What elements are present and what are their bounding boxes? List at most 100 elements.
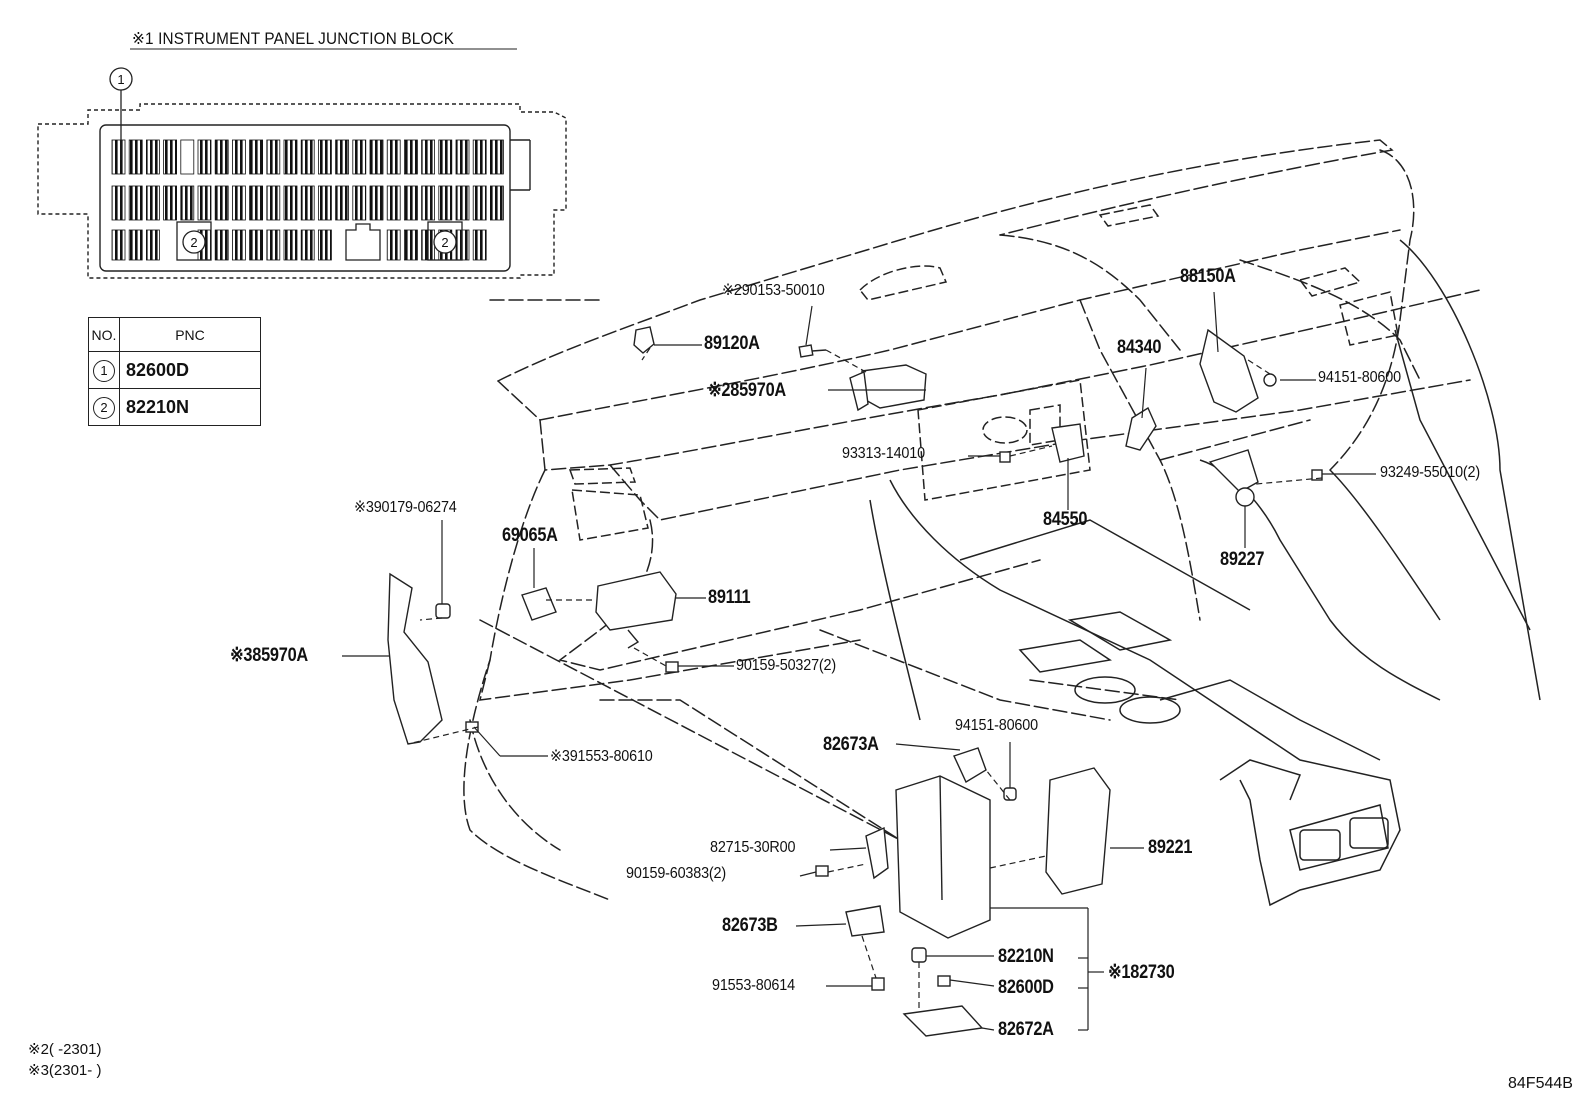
fuse-slot	[111, 185, 126, 221]
fuse-slot	[145, 185, 160, 221]
label-82673a: 82673A	[823, 734, 879, 755]
row-number: 1	[93, 359, 115, 382]
label-84340: 84340	[1117, 337, 1162, 358]
fuse-slot	[489, 185, 504, 221]
label-89111: 89111	[708, 587, 751, 608]
fuse-slot	[128, 229, 143, 261]
callout-2b-number: 2	[441, 235, 448, 250]
fuse-slot	[214, 185, 229, 221]
fuse-slot	[317, 229, 332, 261]
label-84550: 84550	[1043, 509, 1088, 530]
component-drawings	[387, 326, 1323, 1037]
fuse-slot	[455, 139, 470, 175]
leader-lines	[342, 291, 1376, 1031]
pnc-table: NO. PNC 1 82600D 2 82210N	[88, 317, 261, 426]
fuse-slot	[266, 139, 281, 175]
label-82673b: 82673B	[722, 915, 778, 936]
junction-block-drawing	[37, 48, 567, 279]
table-row: 1 82600D	[88, 351, 261, 389]
fuse-slot	[214, 139, 229, 175]
fuse-slot	[335, 185, 350, 221]
label-93249-55010: 93249-55010(2)	[1380, 464, 1480, 481]
label-85970a-3: ※385970A	[230, 645, 308, 666]
fuse-slot	[163, 185, 178, 221]
dashed-reference-lines	[407, 347, 1323, 1012]
label-90153-50010: ※290153-50010	[722, 282, 825, 299]
diagram-code: 84F544B	[1508, 1075, 1573, 1092]
fuse-slot	[266, 185, 281, 221]
pnc-header-pnc: PNC	[119, 317, 261, 352]
fuse-slot	[128, 185, 143, 221]
label-91553-80614: 91553-80614	[712, 977, 795, 994]
fuse-slot	[145, 229, 160, 261]
fuse-slot	[489, 139, 504, 175]
label-82672a: 82672A	[998, 1019, 1054, 1040]
fuse-slot	[403, 139, 418, 175]
fuse-slot	[438, 185, 453, 221]
label-69065a: 69065A	[502, 525, 558, 546]
fuse-rows	[111, 139, 504, 261]
fuse-slot	[403, 185, 418, 221]
fuse-slot	[231, 229, 246, 261]
fuse-slot	[300, 185, 315, 221]
fuse-slot	[386, 229, 401, 261]
label-90179-06274: ※390179-06274	[354, 499, 457, 516]
fuse-slot	[111, 139, 126, 175]
fuse-slot	[197, 139, 212, 175]
fuse-slot	[283, 185, 298, 221]
fuse-slot	[266, 229, 281, 261]
instrument-panel-outline	[463, 139, 1481, 901]
row-number: 2	[93, 396, 115, 419]
pnc-header-no: NO.	[88, 317, 120, 352]
footnote-2: ※2( -2301)	[28, 1041, 102, 1058]
fuse-slot	[145, 139, 160, 175]
label-82715-30r00: 82715-30R00	[710, 839, 796, 856]
fuse-slot	[386, 185, 401, 221]
fuse-slot	[249, 185, 264, 221]
fuse-slot	[472, 139, 487, 175]
label-82730: ※182730	[1108, 962, 1175, 983]
fuse-slot	[352, 185, 367, 221]
fuse-slot	[472, 229, 487, 261]
row-pnc: 82600D	[119, 351, 261, 389]
junction-callouts	[109, 67, 463, 261]
fuse-slot	[283, 139, 298, 175]
fuse-slot	[163, 139, 178, 175]
fuse-slot	[455, 185, 470, 221]
fuse-slot	[317, 185, 332, 221]
fuse-slot	[386, 139, 401, 175]
label-89120a: 89120A	[704, 333, 760, 354]
fuse-slot	[111, 229, 126, 261]
label-82210n: 82210N	[998, 946, 1054, 967]
fuse-slot	[180, 185, 195, 221]
label-82600d: 82600D	[998, 977, 1054, 998]
fuse-slot	[283, 229, 298, 261]
label-94151-80600-top: 94151-80600	[1318, 369, 1401, 386]
label-90159-50327: 90159-50327(2)	[736, 657, 836, 674]
fuse-slot	[128, 139, 143, 175]
label-93313-14010: 93313-14010	[842, 445, 925, 462]
fuse-slot	[438, 139, 453, 175]
fuse-slot	[249, 139, 264, 175]
label-85970a-2: ※285970A	[708, 380, 786, 401]
fuse-slot	[421, 185, 436, 221]
label-88150a: 88150A	[1180, 266, 1236, 287]
label-91553-80610: ※391553-80610	[550, 748, 653, 765]
fuse-slot	[421, 139, 436, 175]
fuse-slot	[352, 139, 367, 175]
fuse-slot	[197, 185, 212, 221]
table-row: 2 82210N	[88, 388, 261, 426]
fuse-slot	[300, 139, 315, 175]
footnote-3: ※3(2301- )	[28, 1062, 102, 1079]
fuse-slot	[231, 139, 246, 175]
fuse-slot	[335, 139, 350, 175]
fuse-slot	[472, 185, 487, 221]
junction-block-title: ※1 INSTRUMENT PANEL JUNCTION BLOCK	[132, 29, 455, 48]
fuse-slot	[300, 229, 315, 261]
fuse-slot	[231, 185, 246, 221]
label-89227: 89227	[1220, 549, 1265, 570]
label-90159-60383: 90159-60383(2)	[626, 865, 726, 882]
callout-1-number: 1	[117, 72, 124, 87]
fuse-slot	[369, 139, 384, 175]
